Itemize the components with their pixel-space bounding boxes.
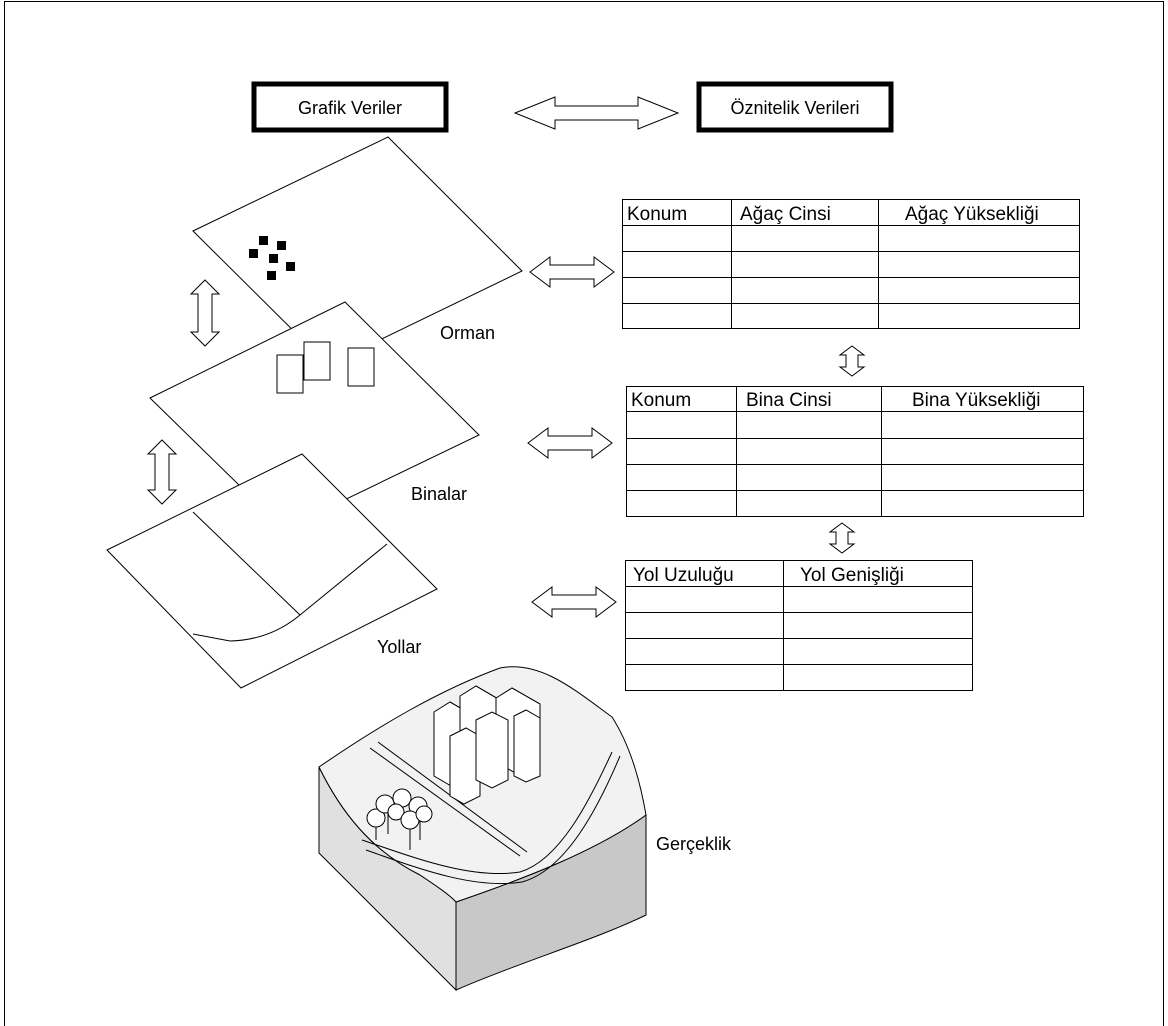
roads-table-header-width: Yol Genişliği (800, 565, 904, 586)
attribute-data-box: Öznitelik Verileri (696, 81, 894, 133)
page-frame (4, 1, 1164, 1026)
forest-table (622, 199, 1080, 329)
roads-table-header-length: Yol Uzuluğu (633, 565, 734, 586)
graphic-data-box: Grafik Veriler (251, 81, 449, 133)
buildings-table-header-building-type: Bina Cinsi (746, 390, 832, 411)
buildings-layer-label: Binalar (411, 484, 467, 504)
table-arrow-buildings-roads (828, 522, 856, 554)
buildings-table-header-building-height: Bina Yüksekliği (912, 390, 1041, 411)
link-arrow-buildings (527, 427, 613, 459)
roads-layer-label: Yollar (377, 637, 421, 657)
reality-buildings (433, 685, 541, 805)
forest-layer (192, 136, 523, 366)
roads-layer (106, 453, 438, 689)
forest-table-header-tree-type: Ağaç Cinsi (740, 204, 831, 225)
graphic-data-label: Grafik Veriler (298, 98, 402, 118)
link-arrow-roads (531, 586, 617, 618)
table-arrow-forest-buildings (838, 345, 866, 377)
link-arrow-forest (529, 256, 615, 288)
forest-table-header-tree-height: Ağaç Yüksekliği (905, 204, 1039, 225)
tree-points (249, 236, 295, 280)
reality-trees (366, 788, 433, 850)
forest-table-header-location: Konum (627, 204, 687, 225)
buildings-layer (149, 301, 480, 530)
roads-table (625, 560, 973, 691)
reality-label: Gerçeklik (656, 834, 732, 854)
buildings-table (626, 386, 1084, 517)
layer-arrow-buildings-roads (146, 439, 178, 505)
forest-layer-label: Orman (440, 323, 495, 343)
reality-block (318, 666, 647, 992)
buildings-table-header-location: Konum (631, 390, 691, 411)
layer-arrow-forest-buildings (189, 279, 221, 347)
attribute-data-label: Öznitelik Verileri (730, 98, 859, 118)
top-double-arrow (513, 96, 680, 130)
